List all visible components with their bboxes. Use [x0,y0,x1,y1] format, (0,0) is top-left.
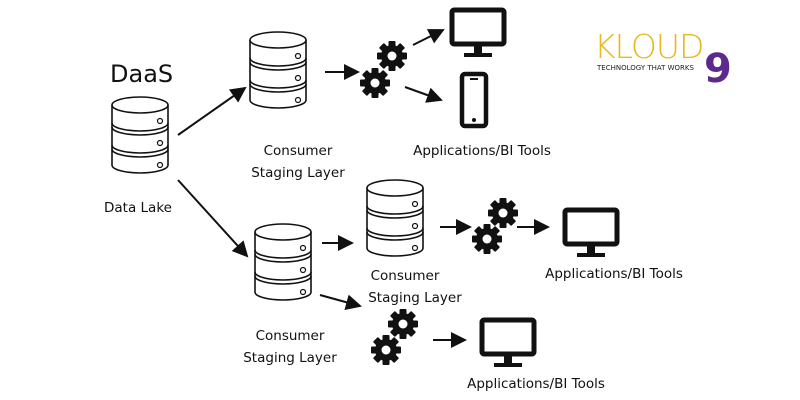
data-lake-database-icon [111,96,169,174]
staging-label-line2: Staging Layer [251,165,345,181]
staging-database-icon [254,223,312,301]
monitor-icon [565,210,617,257]
gear-icon [472,224,502,254]
gear-icon [360,68,390,98]
arrow-icon [177,179,249,258]
arrow-icon [404,86,443,103]
gear-icon [371,335,401,365]
gear-icon [488,198,518,228]
staging-label-line2: Staging Layer [243,350,337,366]
staging-label-line1: Consumer [371,268,440,284]
logo-tagline: TECHNOLOGY THAT WORKS [596,64,695,72]
staging-label-line2: Staging Layer [368,290,462,306]
staging-database-icon [366,179,424,257]
monitor-icon [452,10,504,57]
data-lake-label: Data Lake [104,200,172,216]
logo-digit: 9 [704,46,732,92]
arrow-icon [177,86,247,136]
arrow-icon [412,29,445,46]
staging-database-icon [249,31,307,109]
apps-label: Applications/BI Tools [545,266,683,282]
apps-label: Applications/BI Tools [413,143,551,159]
gear-icon [388,309,418,339]
kloud9-logo: KLOUD 9 TECHNOLOGY THAT WORKS [594,27,732,92]
staging-label-line1: Consumer [256,328,325,344]
diagram-title: DaaS [110,60,173,88]
gear-icon [377,41,407,71]
monitor-icon [482,320,534,367]
smartphone-icon [462,74,486,126]
arrow-icon [319,294,362,311]
staging-label-line1: Consumer [264,143,333,159]
logo-brand: KLOUD [594,27,703,66]
apps-label: Applications/BI Tools [467,376,605,392]
